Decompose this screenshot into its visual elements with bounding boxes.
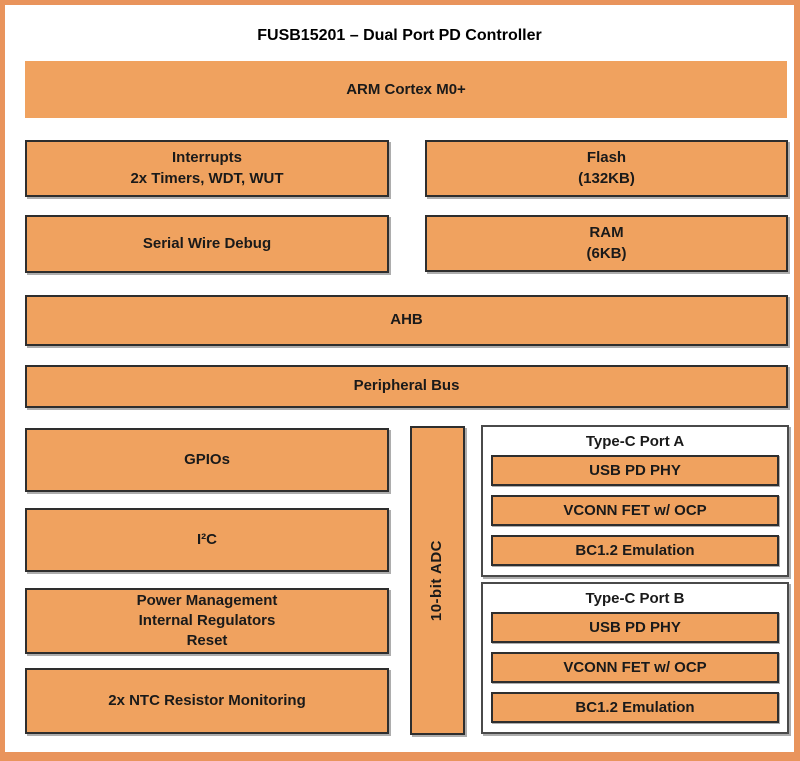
block-flash-line2: (132KB) [578,169,635,187]
block-ntc-label: 2x NTC Resistor Monitoring [108,691,306,709]
port-b-usb-pd-phy-label: USB PD PHY [589,619,681,636]
block-flash: Flash (132KB) [425,140,788,197]
block-interrupts-line2: 2x Timers, WDT, WUT [130,169,284,187]
port-a-usb-pd-phy: USB PD PHY [491,455,779,486]
port-b-vconn-fet: VCONN FET w/ OCP [491,652,779,683]
port-a-vconn-fet: VCONN FET w/ OCP [491,495,779,526]
port-b-bc12-emulation-label: BC1.2 Emulation [575,699,695,716]
block-power-line2: Internal Regulators [138,611,276,629]
block-power-line3: Reset [186,632,228,650]
diagram-title: FUSB15201 – Dual Port PD Controller [257,27,542,44]
block-ahb-bus: AHB [25,295,788,346]
port-b-usb-pd-phy: USB PD PHY [491,612,779,643]
block-i2c: I²C [25,508,389,572]
block-flash-line1: Flash [586,149,627,167]
block-10bit-adc: 10-bit ADC [410,426,465,735]
block-10bit-adc-label: 10-bit ADC [428,539,446,622]
block-peripheral-bus-label: Peripheral Bus [353,377,460,395]
port-b-title: Type-C Port B [585,590,685,607]
port-a-usb-pd-phy-label: USB PD PHY [589,462,681,479]
block-arm-cortex-m0-label: ARM Cortex M0+ [346,81,466,98]
block-power-line1: Power Management [136,591,278,609]
block-serial-wire-debug: Serial Wire Debug [25,215,389,273]
block-gpios-label: GPIOs [184,450,230,468]
container-type-c-port-a: Type-C Port A USB PD PHY VCONN FET w/ OC… [481,425,789,577]
block-i2c-label: I²C [197,530,217,548]
block-peripheral-bus: Peripheral Bus [25,365,788,408]
port-b-bc12-emulation: BC1.2 Emulation [491,692,779,723]
block-ahb-label: AHB [390,311,423,329]
port-a-vconn-fet-label: VCONN FET w/ OCP [563,502,707,519]
block-power-management: Power Management Internal Regulators Res… [25,588,389,654]
block-interrupts-line1: Interrupts [171,149,242,167]
port-a-bc12-emulation: BC1.2 Emulation [491,535,779,566]
block-ram: RAM (6KB) [425,215,788,272]
port-a-title: Type-C Port A [585,433,685,450]
port-b-vconn-fet-label: VCONN FET w/ OCP [563,659,707,676]
container-type-c-port-b: Type-C Port B USB PD PHY VCONN FET w/ OC… [481,582,789,734]
block-arm-cortex-m0: ARM Cortex M0+ [25,61,787,118]
block-serial-wire-debug-label: Serial Wire Debug [142,234,272,252]
port-a-bc12-emulation-label: BC1.2 Emulation [575,542,695,559]
block-interrupts-timers: Interrupts 2x Timers, WDT, WUT [25,140,389,197]
block-ram-line2: (6KB) [586,244,627,262]
block-gpios: GPIOs [25,428,389,492]
block-ram-line1: RAM [589,224,624,242]
block-ntc-monitoring: 2x NTC Resistor Monitoring [25,668,389,734]
